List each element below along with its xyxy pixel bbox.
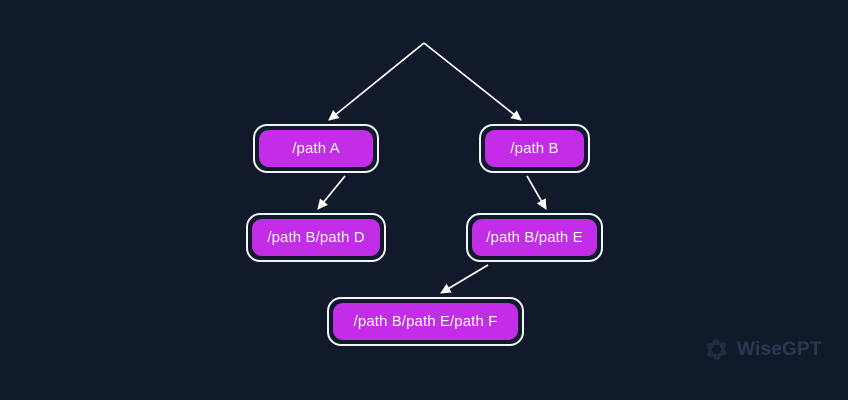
- node-path-b-path-e-path-f-body: /path B/path E/path F: [333, 303, 518, 340]
- node-path-b-path-e[interactable]: /path B/path E: [466, 213, 603, 262]
- node-path-a[interactable]: /path A: [253, 124, 379, 173]
- edge-path-b-e-to-path-b-e-f: [440, 264, 489, 294]
- node-path-b[interactable]: /path B: [479, 124, 590, 173]
- node-path-b-label: /path B: [510, 140, 559, 157]
- node-path-b-path-e-path-f[interactable]: /path B/path E/path F: [327, 297, 524, 346]
- node-path-b-path-d-body: /path B/path D: [252, 219, 380, 256]
- node-path-a-body: /path A: [259, 130, 373, 167]
- edge-path-b-to-path-b-e: [526, 175, 547, 210]
- node-path-b-path-e-label: /path B/path E: [486, 229, 583, 246]
- hexagon-starburst-icon: [706, 338, 727, 361]
- node-path-b-path-d[interactable]: /path B/path D: [246, 213, 386, 262]
- edge-root-to-path-a: [328, 42, 425, 121]
- watermark: WiseGPT: [703, 336, 822, 363]
- edge-path-a-to-path-b-d: [317, 175, 346, 210]
- logo-center: [714, 347, 719, 352]
- watermark-text: WiseGPT: [737, 338, 822, 360]
- node-path-b-path-e-body: /path B/path E: [472, 219, 597, 256]
- node-path-b-path-e-path-f-label: /path B/path E/path F: [353, 313, 498, 330]
- node-path-b-path-d-label: /path B/path D: [267, 229, 365, 246]
- edge-root-to-path-b: [423, 42, 522, 121]
- node-path-a-label: /path A: [292, 140, 340, 157]
- node-path-b-body: /path B: [485, 130, 584, 167]
